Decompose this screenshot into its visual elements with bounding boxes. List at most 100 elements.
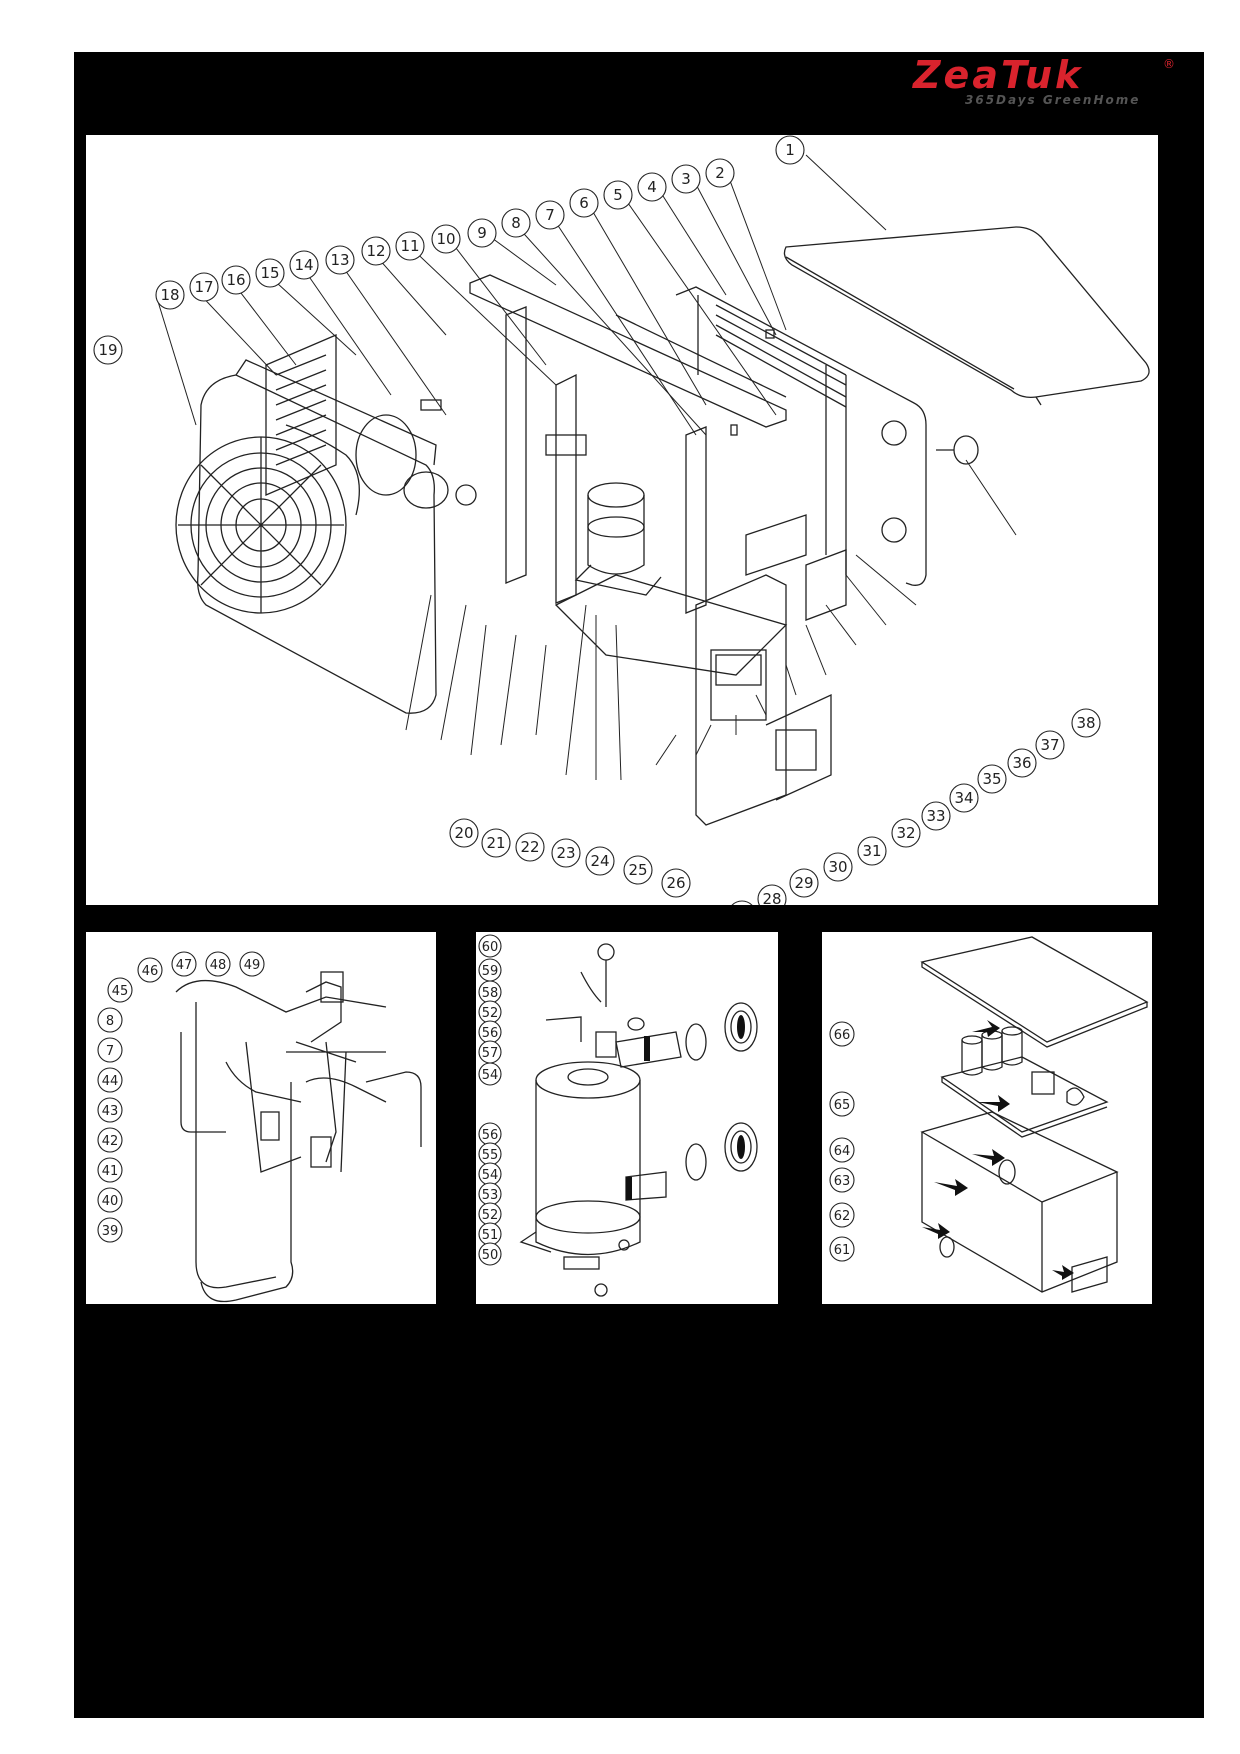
unit-line-art: [175, 226, 1150, 826]
part-number-label: 46: [142, 964, 159, 979]
part-number-label: 21: [486, 834, 505, 852]
part-number-label: 63: [834, 1174, 851, 1189]
callout-circle: [535, 200, 565, 230]
callout-circle: [255, 258, 285, 288]
callout-circle: [1035, 730, 1065, 760]
callout-circle: [829, 1167, 855, 1193]
callout-circle: [137, 957, 163, 983]
callout-leader-lines: [155, 154, 1017, 781]
part-number-label: 7: [545, 206, 555, 224]
callout-circle: [97, 1007, 123, 1033]
part-number-label: 42: [102, 1134, 119, 1149]
callout-circle: [823, 852, 853, 882]
part-number-label: 14: [294, 256, 313, 274]
callout-circle: [891, 818, 921, 848]
callout-circle: [515, 832, 545, 862]
callout-circle: [1071, 708, 1101, 738]
callout-circle: [585, 846, 615, 876]
callout-circle: [239, 951, 265, 977]
callout-circle: [97, 1187, 123, 1213]
callout-circle: [97, 1217, 123, 1243]
part-number-label: 1: [785, 141, 795, 159]
part-number-label: 40: [102, 1194, 119, 1209]
part-number-label: 51: [482, 1228, 499, 1243]
callout-circle: [107, 977, 133, 1003]
heat-exchanger-dark-parts: [626, 1015, 745, 1200]
part-number-label: 16: [226, 271, 245, 289]
part-number-label: 8: [106, 1014, 114, 1029]
callout-circle: [478, 934, 502, 958]
callout-circle: [478, 1062, 502, 1086]
callout-circle: [97, 1037, 123, 1063]
callout-circle: [467, 218, 497, 248]
callout-circle: [431, 224, 461, 254]
part-number-label: 26: [666, 874, 685, 892]
part-number-label: 62: [834, 1209, 851, 1224]
callout-circle: [671, 164, 701, 194]
callout-circle: [325, 245, 355, 275]
part-number-label: 50: [482, 1248, 499, 1263]
part-number-label: 60: [482, 940, 499, 955]
callout-circle: [97, 1097, 123, 1123]
part-number-label: 34: [954, 789, 973, 807]
part-number-label: 29: [794, 874, 813, 892]
part-number-label: 64: [834, 1144, 851, 1159]
part-number-label: 45: [112, 984, 129, 999]
part-number-label: 36: [1012, 754, 1031, 772]
part-number-label: 7: [106, 1044, 114, 1059]
part-number-label: 18: [160, 286, 179, 304]
callout-circle: [789, 868, 819, 898]
brand-registered-mark: ®: [1163, 57, 1175, 71]
callout-circle: [449, 818, 479, 848]
control-box-arrows: [922, 1020, 1074, 1280]
callout-circle: [361, 236, 391, 266]
part-number-label: 19: [98, 341, 117, 359]
part-number-label: 10: [436, 230, 455, 248]
part-number-label: 65: [834, 1098, 851, 1113]
part-number-label: 56: [482, 1026, 499, 1041]
part-number-label: 37: [1040, 736, 1059, 754]
callout-circle: [97, 1157, 123, 1183]
part-number-label: 6: [579, 194, 589, 212]
part-number-label: 30: [828, 858, 847, 876]
pipe-line-art: [175, 971, 422, 1303]
part-number-label: 66: [834, 1028, 851, 1043]
part-number-label: 41: [102, 1164, 119, 1179]
callout-circle: [205, 951, 231, 977]
part-number-label: 4: [647, 178, 657, 196]
callout-circle: [171, 951, 197, 977]
part-number-label: 31: [862, 842, 881, 860]
part-number-label: 59: [482, 964, 499, 979]
callout-circle: [661, 868, 691, 898]
callout-circle: [481, 828, 511, 858]
control-box-line-art: [920, 936, 1149, 1293]
part-number-label: 22: [520, 838, 539, 856]
part-number-label: 33: [926, 807, 945, 825]
part-number-label: 52: [482, 1006, 499, 1021]
part-number-label: 53: [482, 1188, 499, 1203]
part-number-label: 54: [482, 1168, 499, 1183]
part-number-label: 44: [102, 1074, 119, 1089]
callout-circle: [603, 180, 633, 210]
callout-circle: [478, 1242, 502, 1266]
callout-circle: [97, 1127, 123, 1153]
part-number-label: 25: [628, 861, 647, 879]
part-number-label: 8: [511, 214, 521, 232]
callout-circle: [155, 280, 185, 310]
callout-circle: [949, 783, 979, 813]
part-number-label: 28: [762, 890, 781, 905]
brand-tagline: 365Days GreenHome: [965, 93, 1140, 107]
callout-circle: [395, 231, 425, 261]
callout-circle: [501, 208, 531, 238]
brand-logo: ZeaTuk ® 365Days GreenHome: [912, 53, 1175, 107]
